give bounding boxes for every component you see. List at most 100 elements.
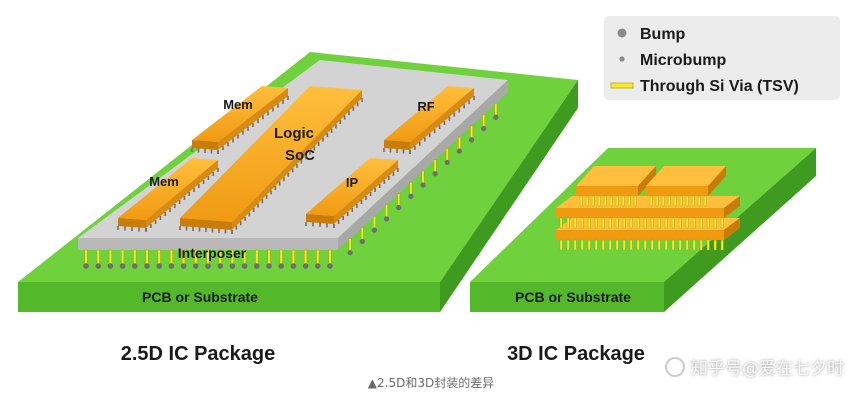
bump: [302, 263, 309, 269]
tsv: [699, 239, 703, 251]
chip-mem-top: Mem: [192, 86, 288, 150]
bump: [408, 193, 414, 199]
tsv: [291, 249, 295, 265]
tsv: [636, 239, 640, 251]
microbump: [389, 148, 392, 153]
tsv: [255, 249, 259, 265]
microbump: [205, 228, 207, 232]
tsv: [615, 239, 619, 251]
microbump: [414, 145, 416, 150]
microbump: [326, 223, 328, 228]
microbump: [178, 200, 181, 204]
microbump: [343, 115, 346, 120]
microbump: [239, 221, 242, 226]
tsv: [615, 195, 619, 207]
microbump: [392, 172, 395, 176]
microbump: [277, 103, 279, 108]
tsv: [587, 217, 591, 229]
tsv: [591, 195, 595, 207]
bump: [253, 263, 260, 269]
microbump: [313, 146, 316, 151]
bump: [315, 263, 321, 269]
bump: [327, 263, 333, 269]
microbump: [274, 186, 277, 190]
tsv: [713, 239, 717, 251]
title-25d: 2.5D IC Package: [121, 343, 276, 365]
microbump-icon: [619, 56, 625, 62]
tsv: [657, 239, 661, 251]
microbump: [185, 226, 188, 231]
tsv-icon: [610, 82, 634, 89]
tsv: [594, 239, 598, 251]
microbump: [473, 96, 475, 100]
tsv: [587, 239, 591, 251]
microbump: [351, 208, 354, 212]
microbump: [174, 204, 176, 208]
tsv: [601, 217, 605, 229]
die-side: [638, 166, 656, 196]
microbump: [383, 148, 385, 152]
bump: [229, 263, 236, 269]
bump: [493, 114, 499, 120]
microbump: [360, 200, 363, 204]
tsv: [664, 217, 668, 229]
microbump: [378, 184, 381, 188]
tsv: [145, 249, 149, 265]
tsv: [650, 239, 654, 251]
die-slab: [646, 186, 708, 196]
tsv: [267, 249, 271, 265]
microbump: [211, 228, 214, 233]
microbump: [300, 159, 303, 164]
microbump: [248, 212, 251, 217]
tsv: [597, 195, 601, 207]
microbump: [242, 130, 244, 135]
microbump: [369, 192, 372, 196]
microbump: [192, 227, 194, 231]
bump: [132, 263, 138, 269]
microbump: [270, 190, 272, 195]
tsv: [615, 217, 619, 229]
chip-mem-bottom: Mem: [118, 158, 218, 228]
microbump: [305, 222, 307, 226]
tsv: [673, 195, 677, 207]
microbump: [337, 220, 340, 224]
package-25d: Mem Mem Logic SoC: [18, 52, 578, 365]
bump: [371, 227, 378, 233]
bump: [396, 204, 402, 211]
die-side: [724, 196, 740, 218]
tsv: [360, 227, 364, 240]
microbump: [339, 120, 342, 124]
tsv: [667, 195, 671, 207]
interposer-bump-row: [83, 103, 499, 269]
legend-label-tsv: Through Si Via (TSV): [640, 78, 799, 95]
tsv: [703, 195, 707, 207]
tsv: [706, 217, 710, 229]
microbump: [352, 106, 355, 111]
microbump: [322, 137, 324, 142]
chip-label-mem-bottom: Mem: [149, 174, 179, 189]
tsv: [157, 249, 161, 265]
tsv: [643, 239, 647, 251]
microbump: [204, 149, 206, 153]
tsv: [96, 249, 100, 265]
microbump: [138, 227, 140, 232]
microbump: [231, 230, 233, 234]
microbump: [409, 150, 411, 154]
microbump: [257, 119, 259, 124]
microbump: [124, 226, 126, 231]
tsv: [685, 239, 689, 251]
die-top: [646, 166, 726, 186]
chip-ip: IP: [306, 158, 398, 224]
microbump: [317, 142, 320, 146]
tsv: [579, 195, 583, 207]
microbump: [326, 133, 329, 138]
microbump: [237, 134, 239, 139]
tsv: [679, 195, 683, 207]
tsv: [678, 239, 682, 251]
legend-box: [604, 16, 840, 100]
die-top: [556, 196, 740, 208]
tsv: [685, 217, 689, 229]
microbump: [287, 96, 289, 100]
tsv: [133, 249, 137, 265]
tsv: [121, 249, 125, 265]
